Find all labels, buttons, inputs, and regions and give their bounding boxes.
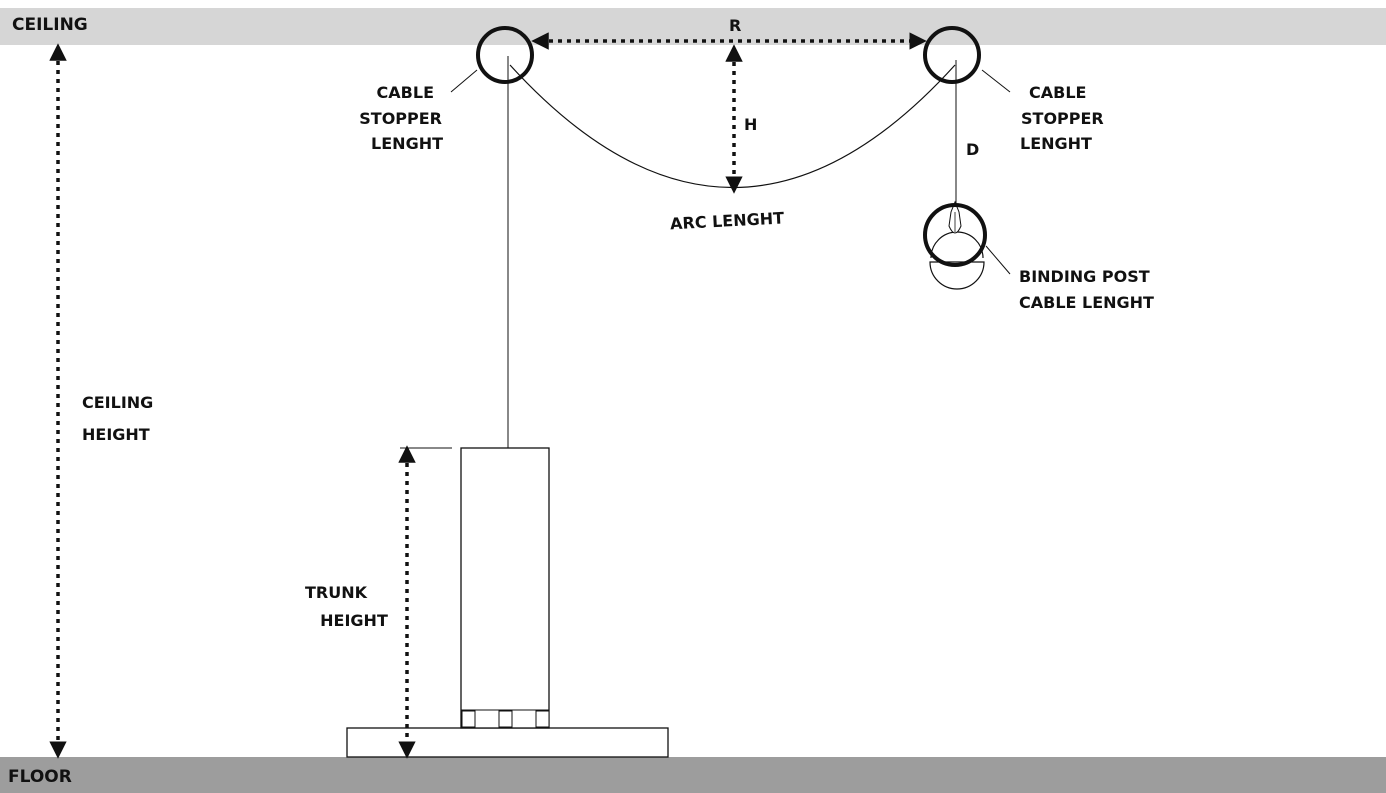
binding-post-leader: [985, 245, 1011, 275]
h-label: H: [744, 115, 757, 134]
ceiling-label: CEILING: [12, 15, 88, 35]
cable-stopper-right-label-line3: LENGHT: [1020, 134, 1092, 153]
floor-band: [0, 757, 1386, 793]
cable-stopper-left: [476, 26, 534, 84]
cable-stopper-left-label-line3: LENGHT: [371, 134, 443, 153]
d-label: D: [966, 140, 979, 159]
lamp-icon: [929, 200, 985, 290]
floor-label: FLOOR: [8, 767, 72, 787]
r-label: R: [729, 16, 741, 35]
binding-post-label-line2: CABLE LENGHT: [1019, 293, 1154, 312]
base-plate: [346, 727, 669, 758]
cable-stopper-left-leader: [450, 69, 478, 93]
ceiling-height-label-line2: HEIGHT: [82, 425, 150, 444]
cable-stopper-right-label-line1: CABLE: [1029, 83, 1086, 102]
arc-length-label: ARC LENGHT: [670, 208, 785, 233]
trunk-height-label-line1: TRUNK: [305, 583, 368, 602]
cable-stopper-left-label-line1: CABLE: [377, 83, 434, 102]
trunk-foot-block: [535, 710, 550, 728]
trunk-height-label-line2: HEIGHT: [320, 611, 388, 630]
cable-stopper-right-label-line2: STOPPER: [1021, 109, 1104, 128]
cable-stopper-left-label-line2: STOPPER: [359, 109, 442, 128]
trunk: [460, 447, 550, 729]
binding-post-circle: [923, 203, 987, 267]
binding-post-label-line1: BINDING POST: [1019, 267, 1150, 286]
cable-stopper-right-leader: [981, 69, 1011, 93]
ceiling-height-label-line1: CEILING: [82, 393, 153, 412]
trunk-foot-block: [498, 710, 513, 728]
trunk-foot-block: [461, 710, 476, 728]
cable-stopper-right: [923, 26, 981, 84]
